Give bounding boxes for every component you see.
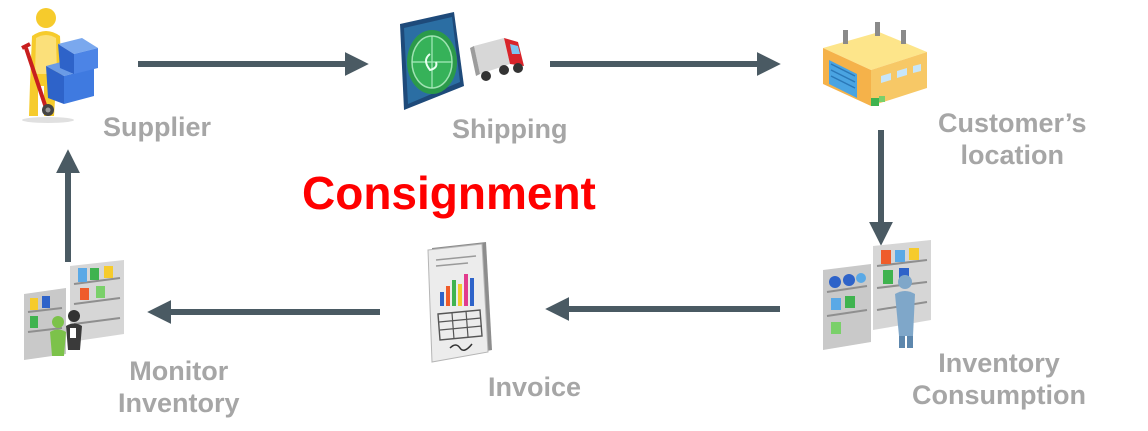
- supplier-hand-truck-icon: [21, 8, 98, 123]
- node-label-inventory-consumption-line2: Consumption: [912, 379, 1086, 410]
- node-label-invoice: Invoice: [488, 372, 582, 402]
- inventory-shelves-person-icon: [823, 240, 931, 350]
- invoice-document-icon: [427, 242, 492, 363]
- node-label-inventory-consumption: Inventory Consumption: [912, 348, 1086, 412]
- node-label-customer-location-line1: Customer’s: [938, 108, 1087, 138]
- node-label-monitor-inventory-line1: Monitor: [129, 356, 229, 386]
- node-label-monitor-inventory-line2: Inventory: [118, 387, 240, 418]
- warehouse-building-icon: [823, 22, 927, 106]
- monitor-inventory-shelves-icon: [24, 260, 124, 360]
- diagram-title: Consignment: [302, 167, 596, 219]
- node-label-monitor-inventory: Monitor Inventory: [118, 356, 240, 420]
- shipping-truck-radar-icon: [400, 12, 524, 110]
- node-label-inventory-consumption-line1: Inventory: [938, 348, 1060, 378]
- node-label-customer-location: Customer’s location: [938, 108, 1087, 172]
- node-label-supplier: Supplier: [103, 112, 212, 142]
- node-label-shipping: Shipping: [452, 114, 568, 144]
- node-label-customer-location-line2: location: [960, 139, 1065, 170]
